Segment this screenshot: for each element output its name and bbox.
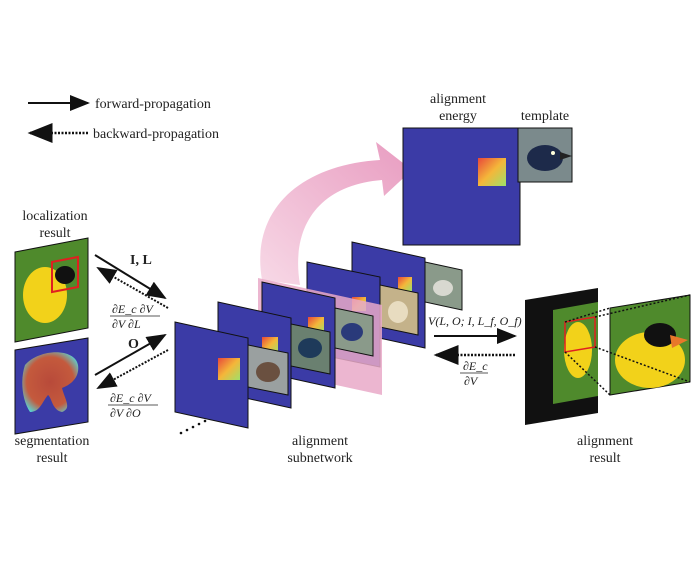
- subnetwork-label-2: subnetwork: [287, 451, 352, 466]
- legend: forward-propagation backward-propagation: [27, 95, 219, 143]
- grad-top-numerator: ∂E_c ∂V: [112, 302, 155, 316]
- alignment-energy-map: [402, 127, 521, 246]
- subnetwork-layer: [174, 321, 289, 429]
- forward-input-O: O: [128, 337, 139, 352]
- subnetwork-stack: [174, 241, 463, 435]
- localization-label-1: localization: [22, 209, 87, 224]
- alignment-result-image: [525, 288, 691, 425]
- forward-input-IL: I, L: [130, 253, 152, 268]
- alignment-energy-label-1: alignment: [430, 92, 486, 107]
- legend-forward-label: forward-propagation: [95, 97, 211, 112]
- forward-arrow-localization: [94, 254, 167, 300]
- localization-result-image: [14, 237, 89, 343]
- curved-arrow-icon: [260, 142, 412, 285]
- alignment-energy-label-2: energy: [439, 109, 477, 124]
- backward-arrow-segmentation: [96, 349, 169, 389]
- result-label-1: alignment: [577, 434, 633, 449]
- template-label: template: [521, 109, 569, 124]
- template-image: [517, 127, 573, 183]
- segmentation-label-2: result: [36, 451, 67, 466]
- grad-bottom-denominator: ∂V ∂O: [110, 406, 141, 420]
- localization-label-2: result: [39, 226, 70, 241]
- legend-backward-label: backward-propagation: [93, 127, 219, 142]
- energy-heatmap-patch: [478, 158, 506, 186]
- energy-function-label: V(L, O; I, L_f, O_f): [428, 314, 522, 328]
- localization-box: [51, 255, 79, 294]
- ellipsis-dots: [179, 419, 207, 435]
- subnetwork-label-1: alignment: [292, 434, 348, 449]
- result-label-2: result: [589, 451, 620, 466]
- forward-arrow-segmentation: [94, 334, 167, 376]
- grad-top-denominator: ∂V ∂L: [112, 317, 141, 331]
- segmentation-result-image: [14, 337, 89, 435]
- grad-right-denominator: ∂V: [464, 374, 479, 388]
- backward-arrow-localization: [96, 267, 169, 309]
- segmentation-label-1: segmentation: [15, 434, 90, 449]
- grad-bottom-numerator: ∂E_c ∂V: [110, 391, 153, 405]
- grad-right-numerator: ∂E_c: [463, 359, 488, 373]
